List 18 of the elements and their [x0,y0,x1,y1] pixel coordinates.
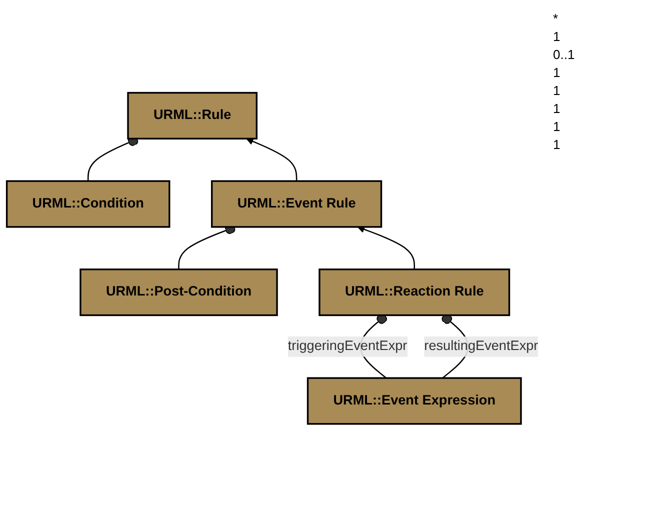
node-box: URML::Rule [127,92,258,140]
node-box: URML::Event Expression [306,376,522,424]
multiplicity-label: 1 [553,65,562,80]
multiplicity-label: 1 [553,119,562,134]
multiplicity-label: 0..1 [553,47,576,62]
edge-label: resultingEventExpr [424,338,538,354]
multiplicity-label: 1 [553,137,562,152]
arrow [246,137,298,181]
node-box: URML::Reaction Rule [318,268,510,316]
node-box: URML::Event Rule [211,180,382,228]
multiplicity-label: 1 [553,29,562,44]
multiplicity-label: 1 [553,83,562,98]
arrow [357,225,415,270]
node-box: URML::Condition [6,180,170,228]
node-box: URML::Post-Condition [80,268,278,316]
edge-label: triggeringEventExpr [288,338,408,354]
multiplicity-label: 1 [553,101,562,116]
multiplicity-label: * [553,11,560,26]
